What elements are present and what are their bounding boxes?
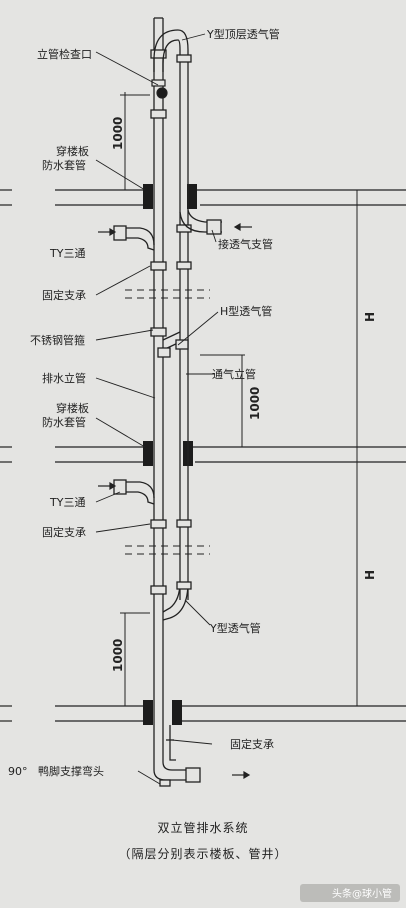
vent-branch-pipe (179, 209, 222, 235)
label-y-vent: Y型透气管 (209, 621, 261, 635)
label-sleeve-2b: 防水套管 (42, 415, 86, 429)
label-fixed-support-2: 固定支承 (42, 525, 86, 539)
dim-1000-mid: 1000 (248, 387, 262, 420)
label-riser-cleanout: 立管检查口 (37, 47, 92, 61)
label-fixed-support-1: 固定支承 (42, 288, 86, 302)
floor-slabs (0, 189, 406, 722)
flow-arrows (98, 222, 252, 780)
label-ss-clamp: 不锈钢管箍 (30, 333, 85, 347)
cleanout-icon (151, 79, 168, 99)
label-y-top-vent: Y型顶层透气管 (206, 27, 280, 41)
label-ty-tee-2: TY三通 (49, 496, 85, 509)
ty-tee-2 (113, 479, 155, 505)
shaft-dash-lines (125, 289, 210, 555)
ty-tee-1 (113, 225, 155, 251)
caption-title: 双立管排水系统 (157, 820, 248, 835)
duckfoot-bend (153, 725, 201, 787)
label-fixed-support-3: 固定支承 (230, 737, 274, 751)
dim-1000-top: 1000 (111, 117, 125, 150)
label-drain-riser: 排水立管 (42, 371, 86, 385)
dimension-lines (120, 92, 363, 707)
label-angle: 90° (8, 765, 28, 778)
vent-riser-pipe (153, 29, 192, 621)
dim-1000-bottom: 1000 (111, 639, 125, 672)
label-sleeve-2: 穿楼板 (56, 401, 89, 415)
caption-subtitle: （隔层分别表示楼板、管井） (118, 846, 287, 861)
label-vent-branch: 接透气支管 (218, 237, 273, 251)
dim-h-top: H (363, 312, 377, 322)
label-sleeve-1: 穿楼板 (56, 144, 89, 158)
label-h-vent: H型透气管 (220, 304, 272, 318)
drainage-riser-pipe (150, 17, 167, 770)
dim-h-bottom: H (363, 570, 377, 580)
label-vent-riser: 通气立管 (212, 367, 256, 381)
h-vent-pipe (157, 331, 189, 358)
label-sleeve-1b: 防水套管 (42, 158, 86, 172)
watermark: 头条@球小管 (332, 887, 392, 900)
label-duckfoot: 鸭脚支撑弯头 (38, 764, 104, 778)
label-ty-tee-1: TY三通 (49, 247, 85, 260)
leader-lines (95, 33, 219, 785)
